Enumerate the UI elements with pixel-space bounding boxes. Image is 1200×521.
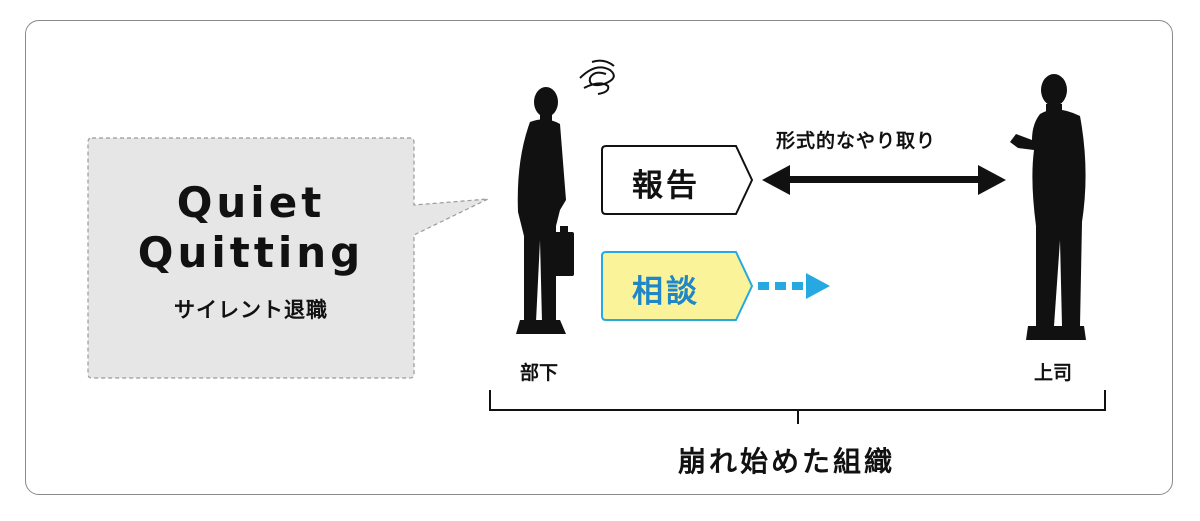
boss-label: 上司 [1034, 362, 1073, 384]
double-arrow [762, 165, 1006, 195]
boss-silhouette [1010, 74, 1086, 340]
bracket [489, 390, 1106, 424]
dotted-arrow [758, 273, 830, 299]
bracket-caption: 崩れ始めた組織 [678, 445, 896, 478]
bubble-title-line1: Quiet [176, 178, 326, 227]
arrow-caption: 形式的なやり取り [776, 130, 937, 152]
speech-bubble [87, 137, 489, 379]
consult-box [601, 251, 754, 321]
bubble-title-line2: Quitting [137, 228, 365, 277]
bubble-text: Quiet Quitting サイレント退職 [86, 178, 416, 324]
consult-label: 相談 [632, 274, 700, 310]
subordinate-silhouette [516, 87, 574, 334]
report-box [601, 145, 754, 215]
subordinate-label: 部下 [520, 362, 559, 384]
stress-swirl-icon [579, 59, 615, 95]
report-label: 報告 [632, 168, 700, 204]
bubble-subtitle: サイレント退職 [174, 298, 328, 322]
